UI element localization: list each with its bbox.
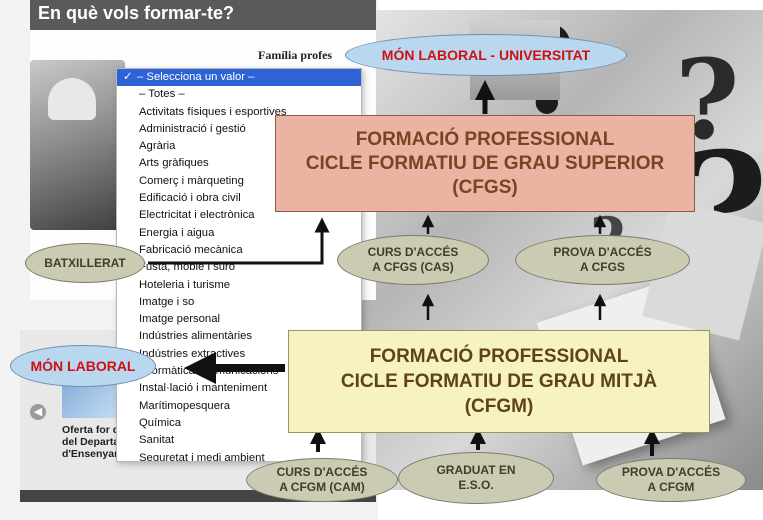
cfgm-line2: CICLE FORMATIU DE GRAU MITJÀ: [340, 371, 658, 392]
check-icon: ✓: [123, 71, 133, 83]
dropdown-option[interactable]: Edificació i obra civil: [139, 192, 241, 205]
carousel-prev-icon[interactable]: ◀: [30, 404, 46, 420]
dropdown-option[interactable]: Comerç i màrqueting: [139, 174, 244, 187]
dropdown-option[interactable]: Energia i aigua: [139, 226, 215, 239]
dropdown-option[interactable]: Marítimopesquera: [139, 399, 231, 412]
cam-node: CURS D'ACCÉS A CFGM (CAM): [246, 458, 398, 502]
dropdown-option[interactable]: Indústries alimentàries: [139, 330, 253, 343]
cfgs-line2: CICLE FORMATIU DE GRAU SUPERIOR: [305, 152, 665, 174]
prova-cfgm-node: PROVA D'ACCÉS A CFGM: [596, 458, 746, 502]
dropdown-option[interactable]: Sanitat: [139, 434, 175, 447]
familia-label: Família profes: [258, 48, 333, 62]
dropdown-option[interactable]: Química: [139, 416, 182, 429]
cfgs-box: FORMACIÓ PROFESSIONAL CICLE FORMATIU DE …: [275, 115, 695, 212]
dropdown-option[interactable]: Imatge personal: [139, 313, 221, 326]
mon-laboral-node: MÓN LABORAL: [10, 345, 156, 387]
mon-laboral-universitat-node: MÓN LABORAL - UNIVERSITAT: [345, 34, 627, 76]
dropdown-option[interactable]: Hoteleria i turisme: [139, 278, 231, 291]
dropdown-option[interactable]: Administració i gestió: [139, 122, 246, 135]
dropdown-option[interactable]: Fusta, moble i suro: [139, 261, 236, 274]
helmet-icon: [48, 78, 96, 120]
dropdown-option[interactable]: Imatge i so: [139, 295, 195, 308]
batxillerat-node: BATXILLERAT: [25, 243, 145, 283]
dropdown-option[interactable]: – Totes –: [139, 88, 185, 101]
dropdown-option[interactable]: Seguretat i medi ambient: [139, 451, 265, 462]
site-header: En què vols formar-te?: [30, 0, 376, 30]
cfgm-line3: (CFGM): [464, 396, 534, 417]
dropdown-option[interactable]: Instal·lació i manteniment: [139, 382, 268, 395]
cfgm-line1: FORMACIÓ PROFESSIONAL: [369, 346, 629, 367]
cfgm-box: FORMACIÓ PROFESSIONAL CICLE FORMATIU DE …: [288, 330, 710, 433]
dropdown-option[interactable]: Electricitat i electrònica: [139, 209, 255, 222]
prova-cfgs-node: PROVA D'ACCÉS A CFGS: [515, 235, 690, 285]
dropdown-option[interactable]: Activitats físiques i esportives: [139, 105, 287, 118]
eso-node: GRADUAT EN E.S.O.: [398, 452, 554, 504]
cfgs-line1: FORMACIÓ PROFESSIONAL: [355, 128, 615, 150]
cfgs-line3: (CFGS): [452, 176, 518, 198]
dropdown-option[interactable]: Agrària: [139, 140, 176, 153]
dropdown-selected-option[interactable]: ✓– Selecciona un valor –: [117, 69, 361, 87]
cas-node: CURS D'ACCÉS A CFGS (CAS): [337, 235, 489, 285]
dropdown-option[interactable]: Fabricació mecànica: [139, 243, 243, 256]
dropdown-option[interactable]: Arts gràfiques: [139, 157, 209, 170]
